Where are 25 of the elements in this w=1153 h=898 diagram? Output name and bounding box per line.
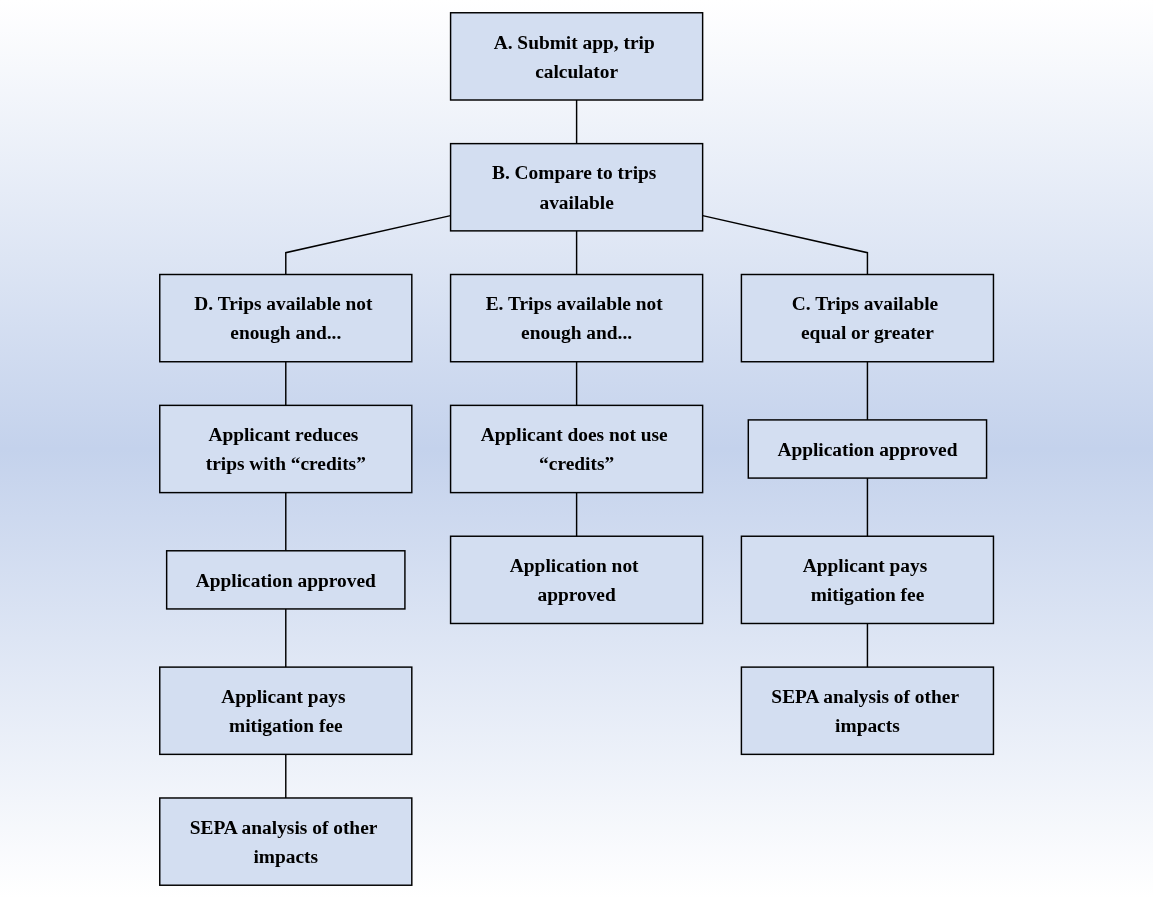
connector <box>575 491 578 537</box>
connector <box>866 622 869 668</box>
node-box: Application approved <box>165 550 406 610</box>
node-box: C. Trips available equal or greater <box>740 273 995 363</box>
node-box: SEPA analysis of other impacts <box>158 797 413 886</box>
connector <box>284 491 287 552</box>
node-box: A. Submit app, trip calculator <box>449 12 704 101</box>
connector <box>866 361 869 421</box>
connector <box>575 230 578 276</box>
connector <box>866 477 869 537</box>
node-box: Applicant reduces trips with “credits” <box>158 404 413 494</box>
node-box: E. Trips available not enough and... <box>449 273 704 363</box>
connector <box>575 361 578 407</box>
connector <box>575 99 578 145</box>
connector <box>284 361 287 407</box>
node-box: Applicant pays mitigation fee <box>740 535 995 625</box>
node-box: D. Trips available not enough and... <box>158 273 413 363</box>
node-box: SEPA analysis of other impacts <box>740 666 995 756</box>
node-box: Application not approved <box>449 535 704 625</box>
connector <box>284 608 287 668</box>
node-box: Application approved <box>747 419 988 479</box>
node-box: B. Compare to trips available <box>449 142 704 232</box>
node-box: Applicant pays mitigation fee <box>158 666 413 756</box>
connector <box>284 753 287 799</box>
node-box: Applicant does not use “credits” <box>449 404 704 494</box>
